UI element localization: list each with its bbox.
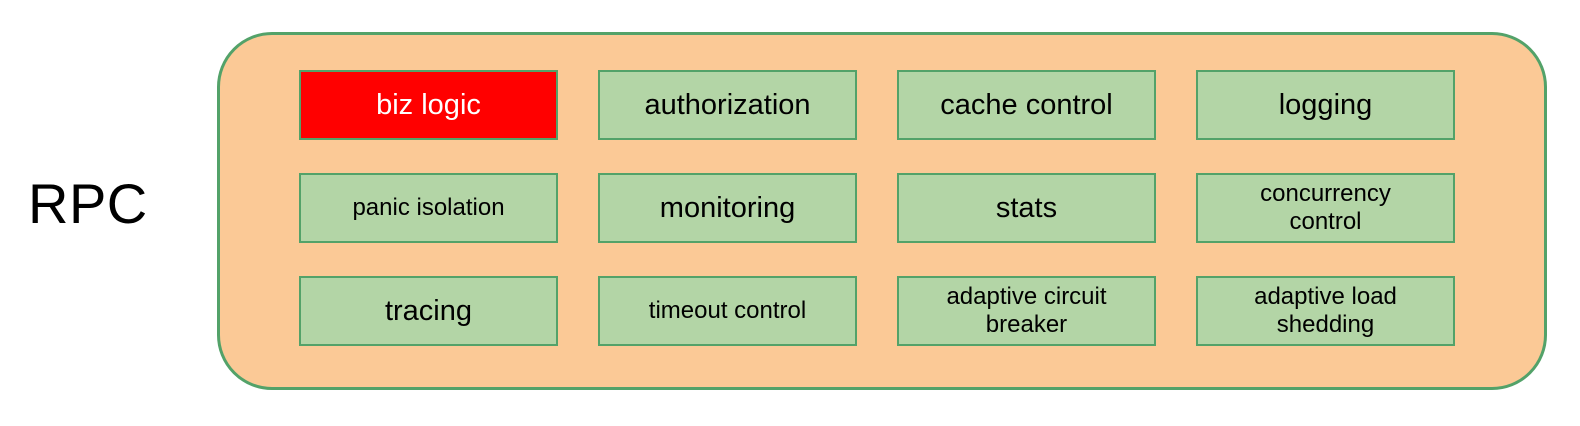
component-box-adaptive-circuit-breaker: adaptive circuit breaker [897,276,1156,346]
component-box-adaptive-load-shedding: adaptive load shedding [1196,276,1455,346]
component-box-stats: stats [897,173,1156,243]
rpc-label: RPC [28,172,148,235]
components-grid: biz logic authorization cache control loggi… [299,70,1455,346]
component-box-timeout-control: timeout control [598,276,857,346]
component-box-logging: logging [1196,70,1455,140]
component-box-panic-isolation: panic isolation [299,173,558,243]
component-box-biz-logic: biz logic [299,70,558,140]
component-box-concurrency-control: concurrency control [1196,173,1455,243]
rpc-middleware-container: biz logic authorization cache control loggi… [217,32,1547,390]
component-box-tracing: tracing [299,276,558,346]
component-box-cache-control: cache control [897,70,1156,140]
component-box-monitoring: monitoring [598,173,857,243]
component-box-authorization: authorization [598,70,857,140]
